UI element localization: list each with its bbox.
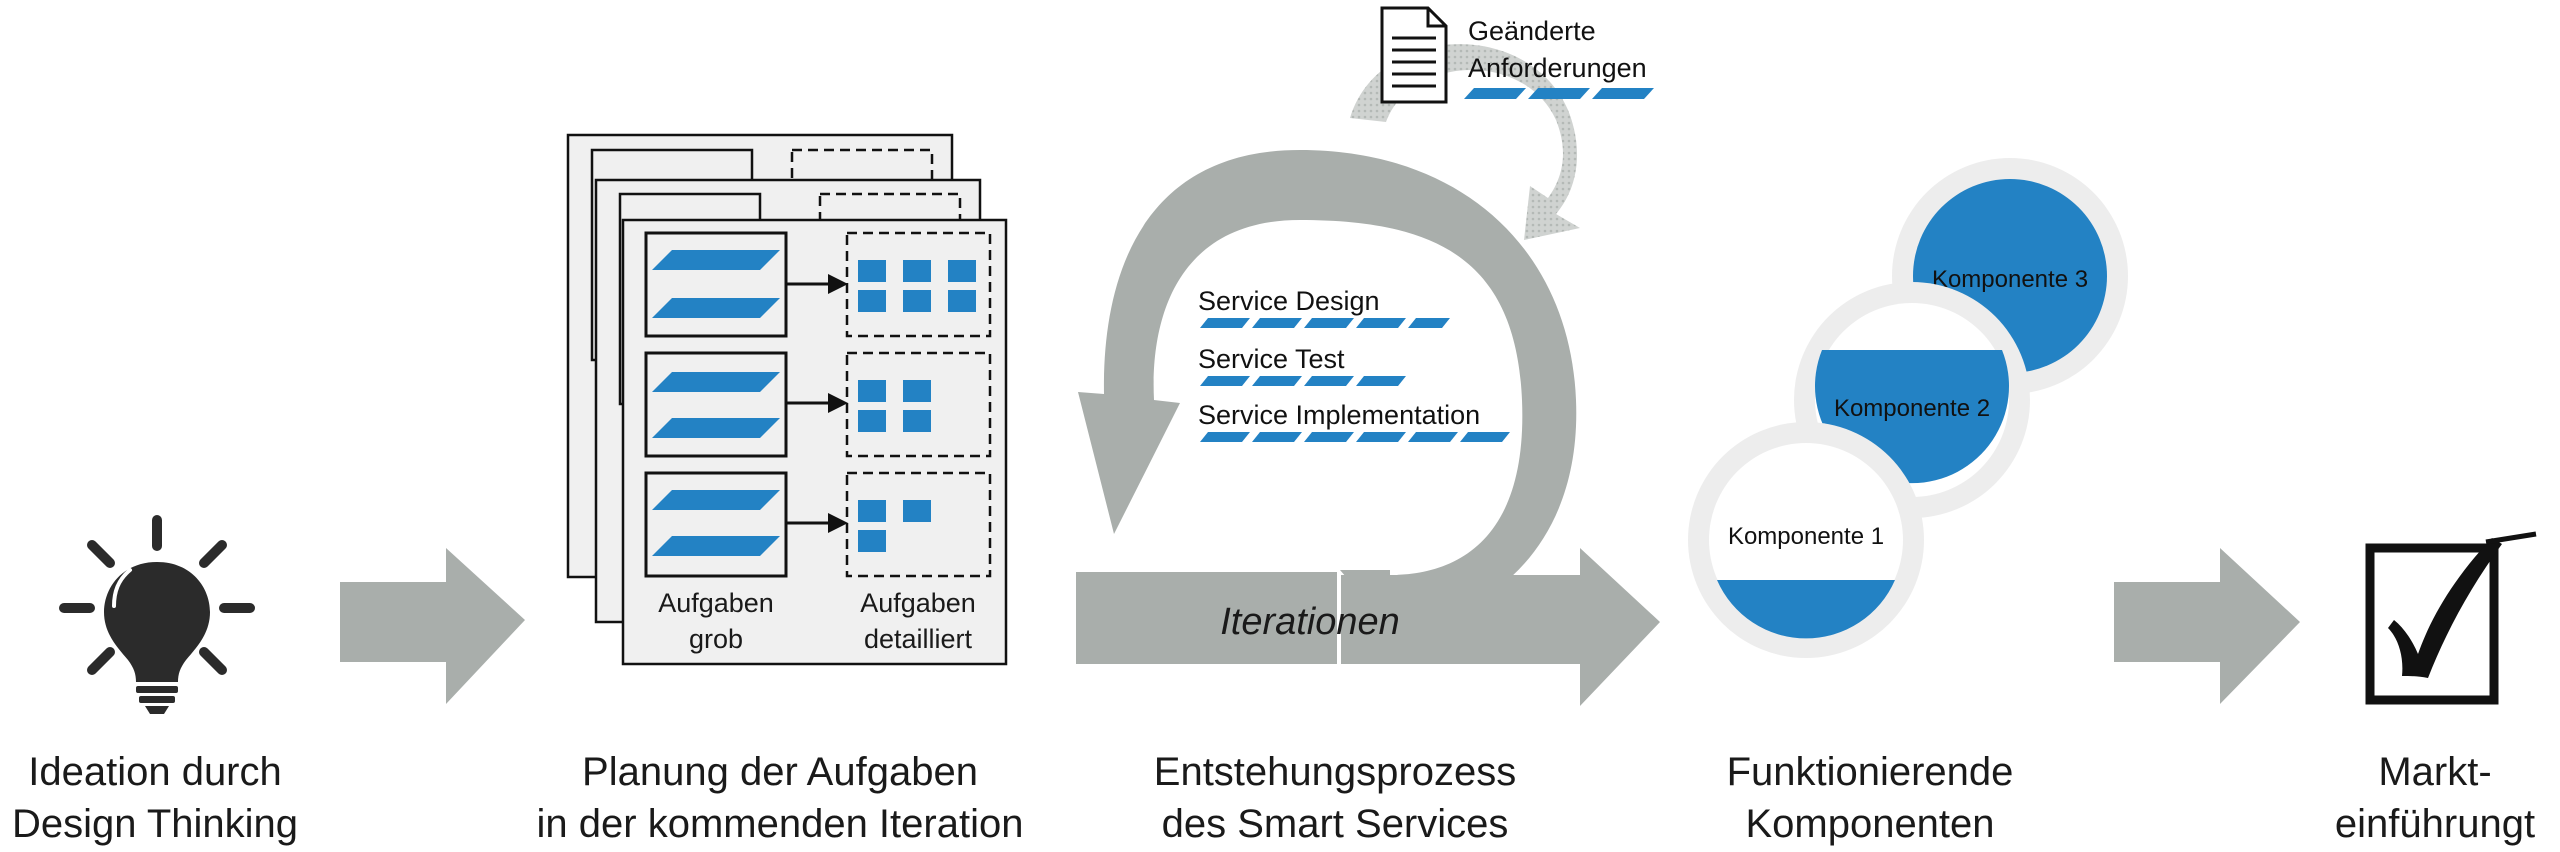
planning-row-2 xyxy=(644,351,992,458)
caption-ideation: Ideation durch Design Thinking xyxy=(0,746,310,850)
feedback-loop-arrow xyxy=(1350,44,1580,240)
planning-page-front: Aufgaben grob Aufgaben detailliert xyxy=(621,218,1008,666)
task-label-service-implementation: Service Implementation xyxy=(1198,400,1480,430)
task-label-service-test: Service Test xyxy=(1198,344,1345,374)
caption-komponenten-line1: Funktionierende xyxy=(1726,750,2014,794)
caption-entstehung-line2: des Smart Services xyxy=(1161,802,1509,846)
caption-markt: Markt- einführungt xyxy=(2320,746,2550,850)
flow-arrow-5 xyxy=(2114,548,2300,704)
iterations-bar-left xyxy=(1076,572,1337,664)
iterations-bar-right xyxy=(1341,548,1660,706)
iteration-ring xyxy=(1078,150,1577,628)
label-aufgaben-grob-2: grob xyxy=(689,624,743,654)
iteration-cycle: Iterationen Service Design Service Test … xyxy=(1076,6,1660,706)
task-bars-service-implementation xyxy=(1200,432,1510,442)
caption-markt-line1: Markt- xyxy=(2378,750,2492,794)
planning-row-1 xyxy=(644,231,992,338)
components-group: Komponente 3 Komponente 2 Komponente 1 xyxy=(1688,158,2128,658)
caption-planung-line1: Planung der Aufgaben xyxy=(582,750,978,794)
component-label-2: Komponente 2 xyxy=(1834,395,1990,422)
changed-requirements-line1: Geänderte xyxy=(1468,16,1596,46)
flow-arrow-1 xyxy=(340,548,525,704)
caption-ideation-line2: Design Thinking xyxy=(11,802,299,846)
component-label-3: Komponente 3 xyxy=(1932,266,2088,293)
iterations-label: Iterationen xyxy=(1220,601,1400,643)
task-bars-service-test xyxy=(1200,376,1406,386)
document-icon xyxy=(1380,6,1448,104)
caption-entstehung: Entstehungsprozess des Smart Services xyxy=(1110,746,1560,850)
changed-requirements-bars xyxy=(1464,88,1654,99)
label-aufgaben-detailliert-1: Aufgaben xyxy=(860,588,976,618)
caption-markt-line2: einführungt xyxy=(2334,802,2536,846)
task-label-service-design: Service Design xyxy=(1198,286,1380,316)
changed-requirements-line2: Anforderungen xyxy=(1468,53,1647,83)
label-aufgaben-detailliert-2: detailliert xyxy=(864,624,973,654)
caption-ideation-line1: Ideation durch xyxy=(28,750,282,794)
caption-komponenten: Funktionierende Komponenten xyxy=(1680,746,2060,850)
label-aufgaben-grob-1: Aufgaben xyxy=(658,588,774,618)
checkbox-checked-icon xyxy=(2365,531,2537,705)
component-label-1: Komponente 1 xyxy=(1728,523,1884,550)
planning-board-stack: Aufgaben grob Aufgaben detailliert xyxy=(566,133,1008,666)
caption-entstehung-line1: Entstehungsprozess xyxy=(1153,750,1517,794)
caption-planung: Planung der Aufgaben in der kommenden It… xyxy=(500,746,1060,850)
planning-row-3 xyxy=(644,471,992,578)
lightbulb-icon xyxy=(59,515,255,714)
caption-komponenten-line2: Komponenten xyxy=(1745,802,1995,846)
component-1: Komponente 1 xyxy=(1688,422,1924,658)
task-bars-service-design xyxy=(1200,318,1450,328)
caption-planung-line2: in der kommenden Iteration xyxy=(536,802,1024,846)
